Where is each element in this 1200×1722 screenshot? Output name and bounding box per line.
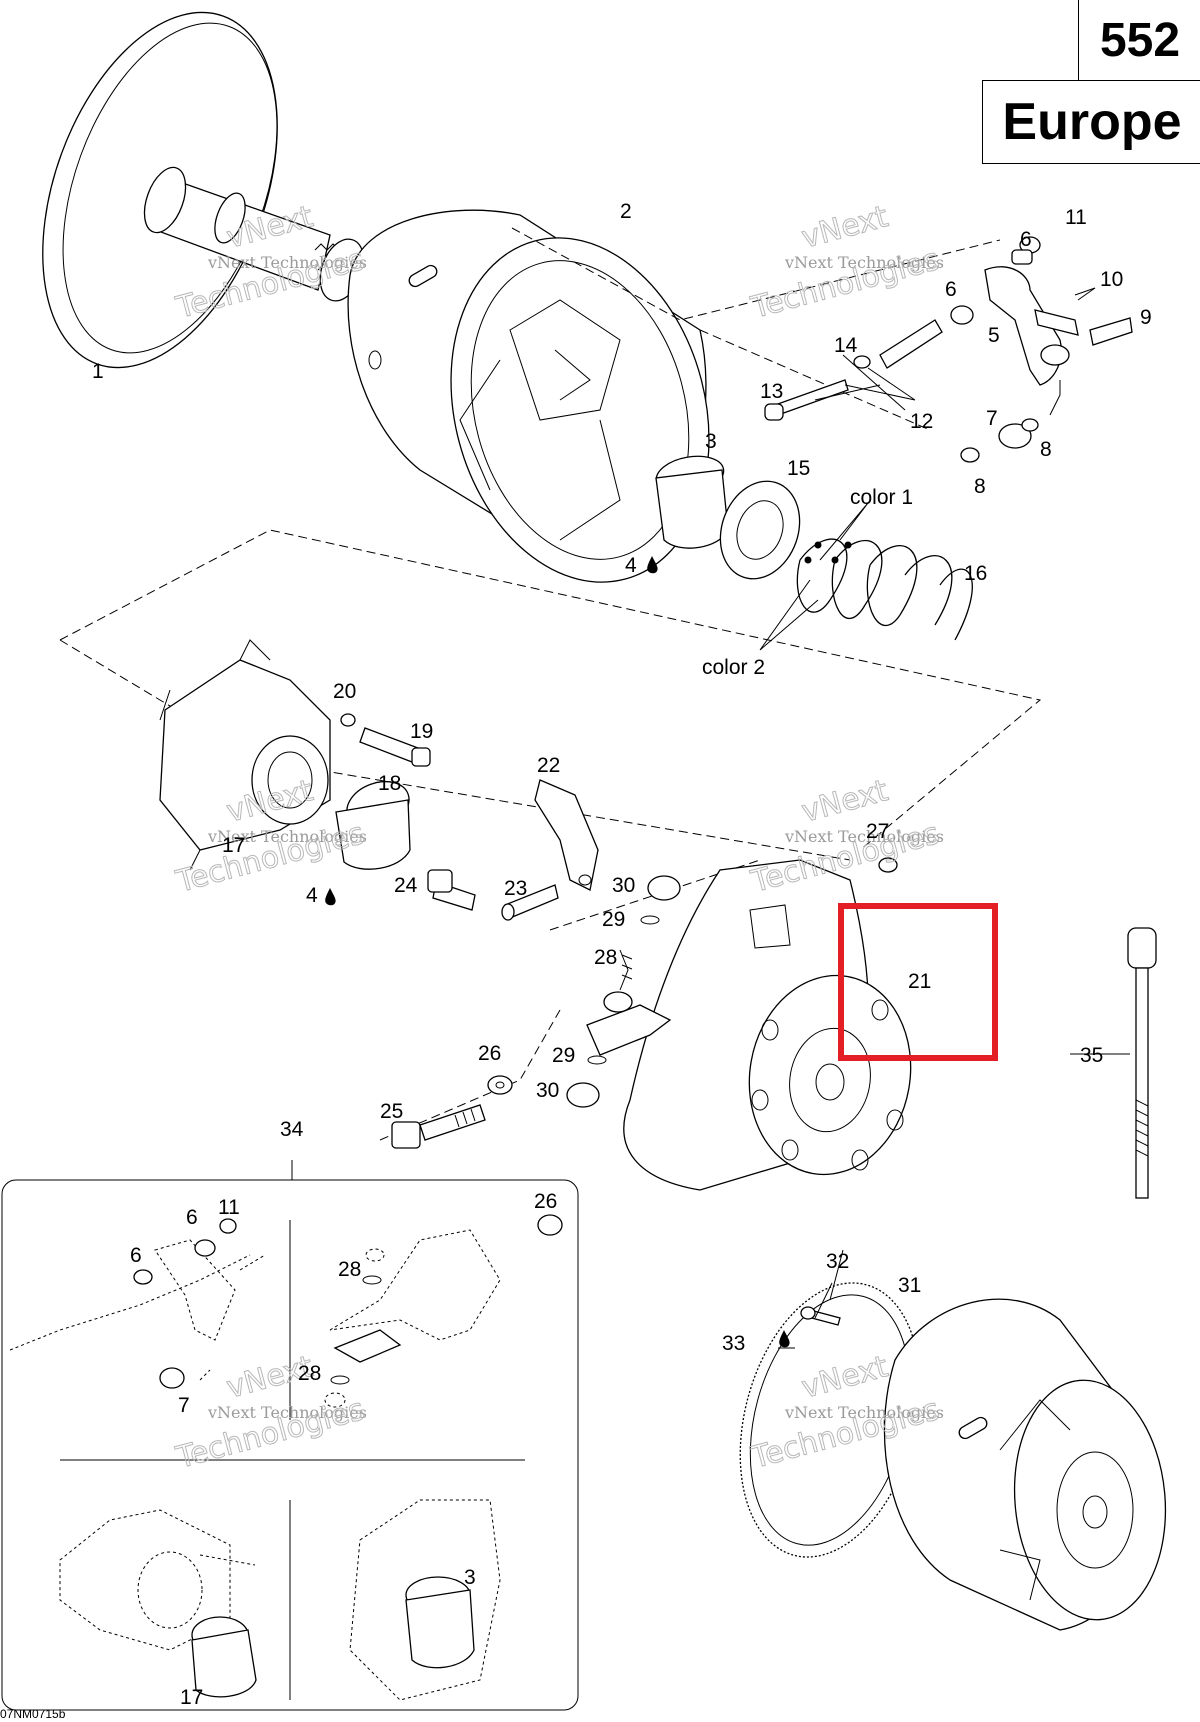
inset-callout-6: 6 xyxy=(186,1206,198,1229)
spring-and-bushing xyxy=(655,455,973,651)
callout-1: 1 xyxy=(92,360,104,383)
figure-code: 07NM0715b xyxy=(0,1707,66,1721)
part-21-cover xyxy=(566,857,912,1191)
inset-callout-26: 26 xyxy=(534,1190,557,1213)
part-21-highlight xyxy=(838,903,998,1061)
callout-24: 24 xyxy=(394,874,418,897)
callout-9: 9 xyxy=(1140,306,1152,329)
lubricant-drops xyxy=(325,556,790,1348)
part-2-drum xyxy=(347,209,710,583)
callout-7: 7 xyxy=(986,407,998,430)
callout-28: 28 xyxy=(594,946,617,969)
callout-11: 11 xyxy=(1065,206,1087,229)
callout-13: 13 xyxy=(760,380,783,403)
part-35-bolt xyxy=(1127,927,1157,1199)
drop-icon xyxy=(647,556,658,574)
callout-19: 19 xyxy=(410,720,433,743)
callout-22: 22 xyxy=(537,754,560,777)
leader-lines xyxy=(778,287,1130,1349)
inset-callout-17: 17 xyxy=(180,1686,203,1709)
watermark-text: vNext Technologies xyxy=(207,253,367,272)
ring-gear-assembly xyxy=(739,1282,1167,1631)
inset-callout-28: 28 xyxy=(298,1362,321,1385)
callout-32: 32 xyxy=(826,1250,849,1273)
drop-icon xyxy=(325,888,336,906)
callout-4: 4 xyxy=(306,884,318,907)
callout-15: 15 xyxy=(787,457,810,480)
callout-5: 5 xyxy=(988,324,1000,347)
callout-27: 27 xyxy=(866,820,889,843)
callout-8: 8 xyxy=(974,475,986,498)
watermark-text: vNext Technologies xyxy=(207,1403,367,1422)
inset-callout-3: 3 xyxy=(464,1566,476,1589)
callout-23: 23 xyxy=(504,877,527,900)
callout-17: 17 xyxy=(222,834,245,857)
rocker-arm-assembly xyxy=(764,236,1133,463)
callout-2: 2 xyxy=(620,200,632,223)
callout-33: 33 xyxy=(722,1332,745,1355)
callout-12: 12 xyxy=(910,410,933,433)
callout-6: 6 xyxy=(945,278,957,301)
callout-6: 6 xyxy=(1020,228,1032,251)
part-1-sheave xyxy=(42,11,365,369)
watermark-text: vNext Technologies xyxy=(207,827,367,846)
callout-30: 30 xyxy=(536,1079,559,1102)
spider-hub xyxy=(159,639,476,911)
inset-callout-6: 6 xyxy=(130,1244,142,1267)
region-box: Europe xyxy=(982,80,1200,164)
flyweight xyxy=(501,779,599,921)
watermark-outline: vNext xyxy=(798,199,892,256)
watermark-text: vNext Technologies xyxy=(784,253,944,272)
callout-21: 21 xyxy=(908,970,931,993)
callout-31: 31 xyxy=(898,1274,921,1297)
callout-3: 3 xyxy=(705,430,717,453)
callout-4: 4 xyxy=(625,554,637,577)
callout-29: 29 xyxy=(552,1044,575,1067)
callout-30: 30 xyxy=(612,874,635,897)
callout-8: 8 xyxy=(1040,438,1052,461)
watermark-text: vNext Technologies xyxy=(784,827,944,846)
callout-labels: 1 2 3 4 4 5 6 6 7 8 8 9 10 11 12 13 14 1… xyxy=(92,200,1152,1709)
callout-16: 16 xyxy=(964,562,987,585)
callout-18: 18 xyxy=(378,772,401,795)
callout-34: 34 xyxy=(280,1118,304,1141)
inset-callout-11: 11 xyxy=(218,1196,240,1219)
callout-color-1: color 1 xyxy=(850,486,913,509)
callout-10: 10 xyxy=(1100,268,1123,291)
callout-14: 14 xyxy=(834,334,858,357)
callout-color-2: color 2 xyxy=(702,656,765,679)
watermark-text: vNext Technologies xyxy=(784,1403,944,1422)
callout-35: 35 xyxy=(1080,1044,1103,1067)
model-number-box: 552 xyxy=(1078,0,1200,81)
bolt-25 xyxy=(391,1075,513,1149)
inset-callout-7: 7 xyxy=(178,1394,190,1417)
inset-34-box xyxy=(1,1160,579,1711)
inset-callout-28: 28 xyxy=(338,1258,361,1281)
drop-icon xyxy=(779,1330,790,1348)
callout-29: 29 xyxy=(602,908,625,931)
callout-26: 26 xyxy=(478,1042,501,1065)
callout-25: 25 xyxy=(380,1100,403,1123)
callout-20: 20 xyxy=(333,680,356,703)
